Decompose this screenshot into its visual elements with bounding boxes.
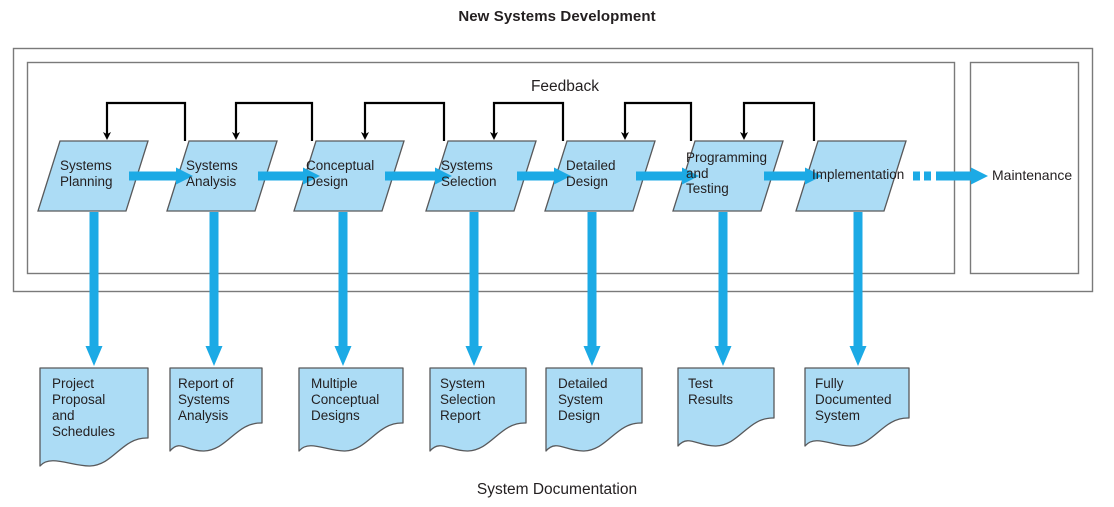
flow-arrow-systems-analysis-to-conceptual-design xyxy=(258,167,320,185)
stage-shape-detailed-design[interactable] xyxy=(544,140,656,212)
drop-arrow-systems-analysis xyxy=(205,212,223,366)
stage-shapes xyxy=(37,140,907,212)
flow-arrow-programming-testing-to-implementation xyxy=(764,167,822,185)
flow-arrow-detailed-design-to-programming-testing xyxy=(636,167,699,185)
maintenance-label: Maintenance xyxy=(992,167,1073,183)
document-shape-system-selection-report[interactable] xyxy=(429,367,527,452)
system-documentation-label: System Documentation xyxy=(476,481,638,498)
feedback-arrow-programming-testing-to-detailed-design xyxy=(621,101,693,141)
stage-shape-systems-selection[interactable] xyxy=(425,140,537,212)
stage-shape-systems-analysis[interactable] xyxy=(166,140,278,212)
drop-arrow-conceptual-design xyxy=(334,212,352,366)
feedback-loop-arrows xyxy=(103,101,816,141)
document-shape-detailed-system-design[interactable] xyxy=(545,367,643,452)
drop-arrow-detailed-design xyxy=(583,212,601,366)
document-shape-report-systems-analysis[interactable] xyxy=(169,367,263,452)
flow-arrow-systems-planning-to-systems-analysis xyxy=(129,167,193,185)
stage-shape-systems-planning[interactable] xyxy=(37,140,149,212)
drop-arrow-systems-planning xyxy=(85,212,103,366)
feedback-arrow-detailed-design-to-systems-selection xyxy=(490,101,565,141)
document-shape-test-results[interactable] xyxy=(677,367,775,447)
document-shapes xyxy=(39,367,910,467)
flow-arrow-systems-selection-to-detailed-design xyxy=(517,167,571,185)
stage-shape-implementation[interactable] xyxy=(795,140,907,212)
maintenance-frame xyxy=(969,61,1080,275)
forward-flow-arrows xyxy=(129,167,988,185)
feedback-arrow-conceptual-design-to-systems-analysis xyxy=(232,101,314,141)
drop-arrow-systems-selection xyxy=(465,212,483,366)
drop-arrow-implementation xyxy=(849,212,867,366)
feedback-arrow-systems-selection-to-conceptual-design xyxy=(361,101,446,141)
flow-arrow-conceptual-design-to-systems-selection xyxy=(385,167,452,185)
document-shape-fully-documented-system[interactable] xyxy=(804,367,910,447)
outer-frame xyxy=(12,47,1094,293)
feedback-arrow-implementation-to-programming-testing xyxy=(740,101,816,141)
page-title: New Systems Development xyxy=(458,8,656,25)
feedback-arrow-systems-analysis-to-systems-planning xyxy=(103,101,187,141)
document-shape-project-proposal[interactable] xyxy=(39,367,149,467)
stage-shape-programming-testing[interactable] xyxy=(672,140,784,212)
flow-arrow-implementation-to-maintenance xyxy=(936,167,988,185)
documentation-drop-arrows xyxy=(85,212,867,366)
drop-arrow-programming-testing xyxy=(714,212,732,366)
document-shape-multiple-conceptual-designs[interactable] xyxy=(298,367,404,452)
stage-shape-conceptual-design[interactable] xyxy=(293,140,405,212)
development-frame xyxy=(26,61,956,275)
flow-dash-2 xyxy=(924,171,931,181)
feedback-label: Feedback xyxy=(530,78,600,95)
flow-dash-1 xyxy=(913,171,920,181)
